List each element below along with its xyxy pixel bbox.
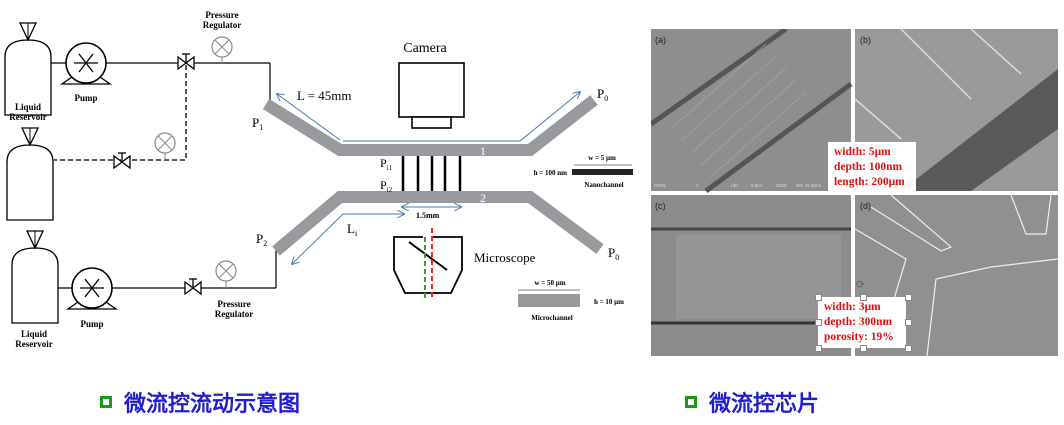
- resize-handle[interactable]: [860, 345, 867, 352]
- resize-handle[interactable]: [905, 345, 912, 352]
- micro-label: Microchannel: [531, 314, 573, 322]
- microscope-label: Microscope: [474, 250, 536, 265]
- micro-height: h = 10 μm: [594, 298, 624, 306]
- reservoir-label: Liquid: [15, 102, 41, 112]
- bottom-pressure-regulator-label: Pressure: [217, 299, 250, 309]
- caption-text: 微流控流动示意图: [124, 392, 301, 417]
- channel-2-label: 2: [480, 191, 486, 205]
- box1-width: width: 5μm: [834, 146, 891, 158]
- pi1-label: Pi1: [380, 156, 393, 172]
- bottom-reservoir-label: Liquid: [21, 329, 47, 339]
- annotation-box-2[interactable]: width: 3μm depth: 300nm porosity: 19%: [818, 297, 906, 348]
- reservoir-label-2: Reservoir: [9, 112, 46, 122]
- nanochannel-legend-bar: [572, 169, 633, 175]
- camera-label: Camera: [403, 41, 447, 56]
- p2-label: P2: [256, 231, 267, 248]
- box2-porosity: porosity: 19%: [824, 331, 894, 343]
- box1-length: length: 200μm: [834, 176, 905, 188]
- bottom-valve-icon: [184, 278, 202, 295]
- li-label: Li: [347, 221, 358, 238]
- svg-text:X230: X230: [776, 183, 787, 188]
- microchannel-1: [262, 95, 598, 156]
- resize-handle[interactable]: [905, 294, 912, 301]
- microscope-icon: [393, 228, 463, 298]
- pressure-regulator-label: Pressure: [205, 10, 238, 20]
- caption-text: 微流控芯片: [709, 392, 820, 417]
- nanochannels: [401, 156, 462, 191]
- resize-handle[interactable]: [905, 319, 912, 326]
- channel-1-label: 1: [480, 144, 486, 158]
- box2-width: width: 3μm: [824, 301, 881, 313]
- rotate-handle-icon[interactable]: ⟳: [856, 278, 866, 291]
- sem-panel-b: (b): [854, 29, 1058, 191]
- pi2-label: Pi2: [380, 178, 393, 194]
- panel-a-label: (a): [655, 35, 666, 45]
- length-label: L = 45mm: [297, 88, 352, 103]
- sem-panel-a: (a): [651, 29, 853, 194]
- resize-handle[interactable]: [815, 319, 822, 326]
- panel-b-label: (b): [860, 35, 871, 45]
- resize-handle[interactable]: [860, 294, 867, 301]
- pump-label: Pump: [74, 93, 97, 103]
- top-gauge-icon: [211, 36, 233, 58]
- p0-bottom-label: P0: [608, 245, 619, 262]
- caption-flow-diagram: 微流控流动示意图: [100, 386, 300, 418]
- nano-width: w = 5 μm: [588, 154, 616, 162]
- bottom-reservoir: [11, 230, 59, 324]
- dashed-gauge-icon: [154, 132, 176, 154]
- box2-depth: depth: 300nm: [824, 316, 893, 328]
- bullet-square-icon: [685, 396, 697, 408]
- microchannel-2: [272, 191, 604, 256]
- bottom-gauge-icon: [215, 260, 237, 282]
- microfluidic-flow-diagram: Pressure Regulator Pump Liquid Reservoir…: [4, 10, 633, 349]
- resize-handle[interactable]: [815, 345, 822, 352]
- spacing-label: 1.5mm: [416, 211, 440, 220]
- bottom-pump-icon: [67, 267, 117, 310]
- top-pump-icon: [61, 42, 111, 85]
- svg-text:WD 15.0mm: WD 15.0mm: [796, 183, 821, 188]
- dashed-valve-icon: [113, 152, 131, 169]
- micro-width: w = 50 μm: [534, 279, 565, 287]
- sem-footer: ORNL 2 LEI 5.0kV X230 WD 15.0mm: [654, 183, 821, 188]
- svg-text:LEI: LEI: [731, 183, 738, 188]
- nano-height: h = 100 nm: [534, 169, 568, 177]
- resize-handle[interactable]: [815, 294, 822, 301]
- second-reservoir: [6, 127, 54, 221]
- p0-top-label: P0: [597, 86, 608, 103]
- sem-image-grid: (a) (b) (c) (d) ORNL 2 LEI 5.0kV X230 WD 15.0…: [651, 29, 1058, 356]
- p1-label: P1: [252, 115, 263, 132]
- pressure-regulator-label-2: Regulator: [203, 20, 242, 30]
- caption-chip: 微流控芯片: [685, 386, 819, 418]
- bullet-square-icon: [100, 396, 112, 408]
- bottom-reservoir-label-2: Reservoir: [15, 339, 52, 349]
- annotation-box-1: width: 5μm depth: 100nm length: 200μm: [828, 142, 916, 193]
- bottom-pump-label: Pump: [80, 319, 103, 329]
- bottom-pressure-regulator-label-2: Regulator: [215, 309, 254, 319]
- svg-text:5.0kV: 5.0kV: [751, 183, 763, 188]
- sem-panel-c: (c): [651, 195, 851, 356]
- nano-label: Nanochannel: [584, 181, 623, 189]
- panel-c-label: (c): [655, 201, 666, 211]
- panel-d-label: (d): [860, 201, 871, 211]
- box1-depth: depth: 100nm: [834, 161, 903, 173]
- microchannel-legend-bar: [518, 294, 580, 307]
- svg-text:2: 2: [696, 183, 699, 188]
- svg-text:ORNL: ORNL: [654, 183, 667, 188]
- camera-icon: [398, 62, 465, 129]
